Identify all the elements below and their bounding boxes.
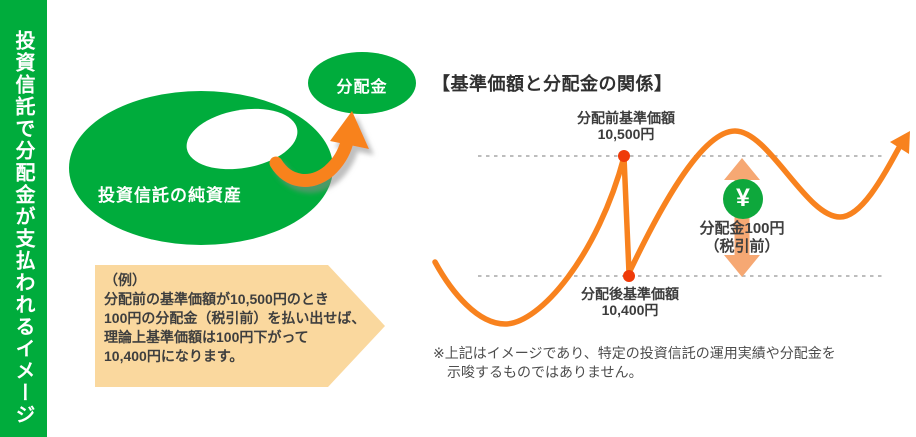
distribution-amount-label: 分配金100円 （税引前） (699, 220, 785, 255)
post-distribution-point (623, 270, 635, 282)
example-callout-text: （例） 分配前の基準価額が10,500円のとき 100円の分配金（税引前）を払い… (104, 272, 366, 364)
payout-arrow-icon (269, 111, 369, 187)
example-callout-shape (95, 265, 385, 387)
fund-assets-donut (69, 91, 333, 245)
payout-bubble-label: 分配金 (336, 79, 388, 96)
fund-assets-label: 投資信託の純資産 (98, 186, 242, 205)
curve-arrowhead-icon (890, 131, 910, 154)
nav-curve (432, 128, 910, 327)
payout-bubble-shape (308, 52, 416, 114)
post-distribution-label: 分配後基準価額 10,400円 (581, 286, 679, 318)
pre-distribution-point (618, 150, 630, 162)
pre-distribution-label: 分配前基準価額 10,500円 (577, 110, 675, 142)
disclaimer-text: ※上記はイメージであり、特定の投資信託の運用実績や分配金を 示唆するものではあり… (433, 345, 836, 380)
yen-symbol: ¥ (736, 184, 750, 212)
chart-title: 【基準価額と分配金の関係】 (432, 74, 673, 94)
sidebar-banner: 投資信託で分配金が支払われるイメージ (0, 0, 47, 437)
page-title-vertical: 投資信託で分配金が支払われるイメージ (12, 30, 34, 426)
yen-coin-icon (723, 179, 763, 219)
